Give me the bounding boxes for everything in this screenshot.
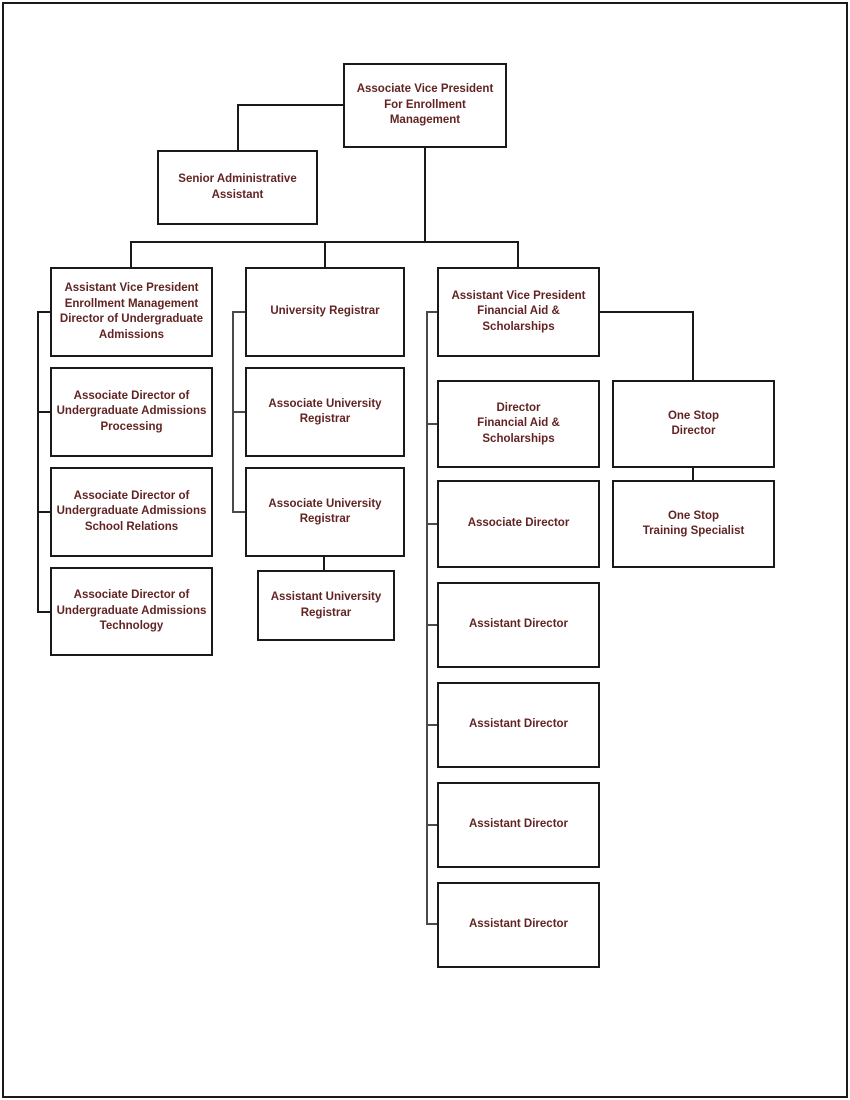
connector-right-stub-5 [426, 724, 438, 726]
connector-left-stub-3 [37, 511, 51, 513]
org-node-avp-em-dir-ua-label: Assistant Vice President Enrollment Mana… [59, 282, 204, 341]
org-node-asst-univ-reg: Assistant University Registrar [257, 570, 395, 641]
connector-drop-middle [324, 241, 326, 269]
connector-right-stub-3 [426, 523, 438, 525]
org-node-asst-dir-2: Assistant Director [437, 682, 600, 768]
connector-right-stub-4 [426, 624, 438, 626]
org-node-assoc-univ-reg2-label: Associate University Registrar [268, 497, 382, 526]
connector-left-stub-2 [37, 411, 51, 413]
connector-top-to-bus [424, 146, 426, 243]
org-node-asst-dir-3: Assistant Director [437, 782, 600, 868]
connector-right-stub-2 [426, 423, 438, 425]
connector-onestop-child [692, 466, 694, 481]
org-node-asst-univ-reg-label: Assistant University Registrar [270, 591, 382, 619]
org-node-onestop-training-label: One Stop Training Specialist [642, 509, 745, 538]
connector-drop-left [130, 241, 132, 269]
org-node-assoc-dir-school-label: Associate Director of Undergraduate Admi… [56, 489, 207, 533]
org-node-asst-dir-4-label: Assistant Director [468, 918, 569, 931]
connector-left-spine [37, 311, 39, 613]
org-node-assoc-dir-finaid-label: Associate Director [467, 517, 570, 530]
connector-left-stub-4 [37, 611, 51, 613]
connector-middle-stub-2 [232, 411, 246, 413]
org-node-univ-registrar: University Registrar [245, 267, 405, 357]
connector-middle-stub-1 [232, 311, 246, 313]
org-node-avp-finaid-label: Assistant Vice President Financial Aid &… [451, 289, 586, 333]
org-node-assoc-dir-tech: Associate Director of Undergraduate Admi… [50, 567, 213, 656]
org-node-assoc-dir-school: Associate Director of Undergraduate Admi… [50, 467, 213, 557]
org-node-onestop-dir: One Stop Director [612, 380, 775, 468]
connector-right-stub-1 [426, 311, 438, 313]
org-node-assoc-dir-finaid: Associate Director [437, 480, 600, 568]
org-node-onestop-dir-label: One Stop Director [667, 409, 720, 438]
org-node-asst-dir-1: Assistant Director [437, 582, 600, 668]
org-node-assoc-univ-reg1: Associate University Registrar [245, 367, 405, 457]
connector-right-stub-7 [426, 923, 438, 925]
org-node-senior-admin-label: Senior Administrative Assistant [178, 173, 297, 201]
connector-right-spine [426, 311, 428, 925]
org-node-avp-finaid: Assistant Vice President Financial Aid &… [437, 267, 600, 357]
org-node-avp-em-dir-ua: Assistant Vice President Enrollment Mana… [50, 267, 213, 357]
org-node-asst-dir-2-label: Assistant Director [468, 718, 569, 731]
connector-onestop-h [600, 311, 694, 313]
org-node-asst-dir-1-label: Assistant Director [468, 618, 569, 631]
org-node-senior-admin: Senior Administrative Assistant [157, 150, 318, 225]
connector-senior-admin-h [237, 104, 345, 106]
connector-left-stub-1 [37, 311, 51, 313]
org-node-asst-dir-4: Assistant Director [437, 882, 600, 968]
org-node-assoc-dir-tech-label: Associate Director of Undergraduate Admi… [56, 589, 207, 633]
connector-onestop-v [692, 311, 694, 381]
org-node-assoc-univ-reg2: Associate University Registrar [245, 467, 405, 557]
connector-senior-admin-v [237, 104, 239, 152]
org-node-assoc-dir-processing: Associate Director of Undergraduate Admi… [50, 367, 213, 457]
connector-asst-univ-reg [323, 555, 325, 571]
connector-right-stub-6 [426, 824, 438, 826]
connector-middle-stub-3 [232, 511, 246, 513]
org-node-assoc-dir-processing-label: Associate Director of Undergraduate Admi… [56, 389, 207, 433]
org-node-asst-dir-3-label: Assistant Director [468, 818, 569, 831]
org-node-onestop-training: One Stop Training Specialist [612, 480, 775, 568]
org-node-dir-finaid: Director Financial Aid & Scholarships [437, 380, 600, 468]
connector-drop-right [517, 241, 519, 269]
org-node-dir-finaid-label: Director Financial Aid & Scholarships [477, 401, 560, 445]
org-node-univ-registrar-label: University Registrar [270, 305, 380, 318]
org-node-assoc-univ-reg1-label: Associate University Registrar [268, 397, 382, 426]
org-node-avp-enrollment-label: Associate Vice President For Enrollment … [356, 83, 494, 127]
org-node-avp-enrollment: Associate Vice President For Enrollment … [343, 63, 507, 148]
